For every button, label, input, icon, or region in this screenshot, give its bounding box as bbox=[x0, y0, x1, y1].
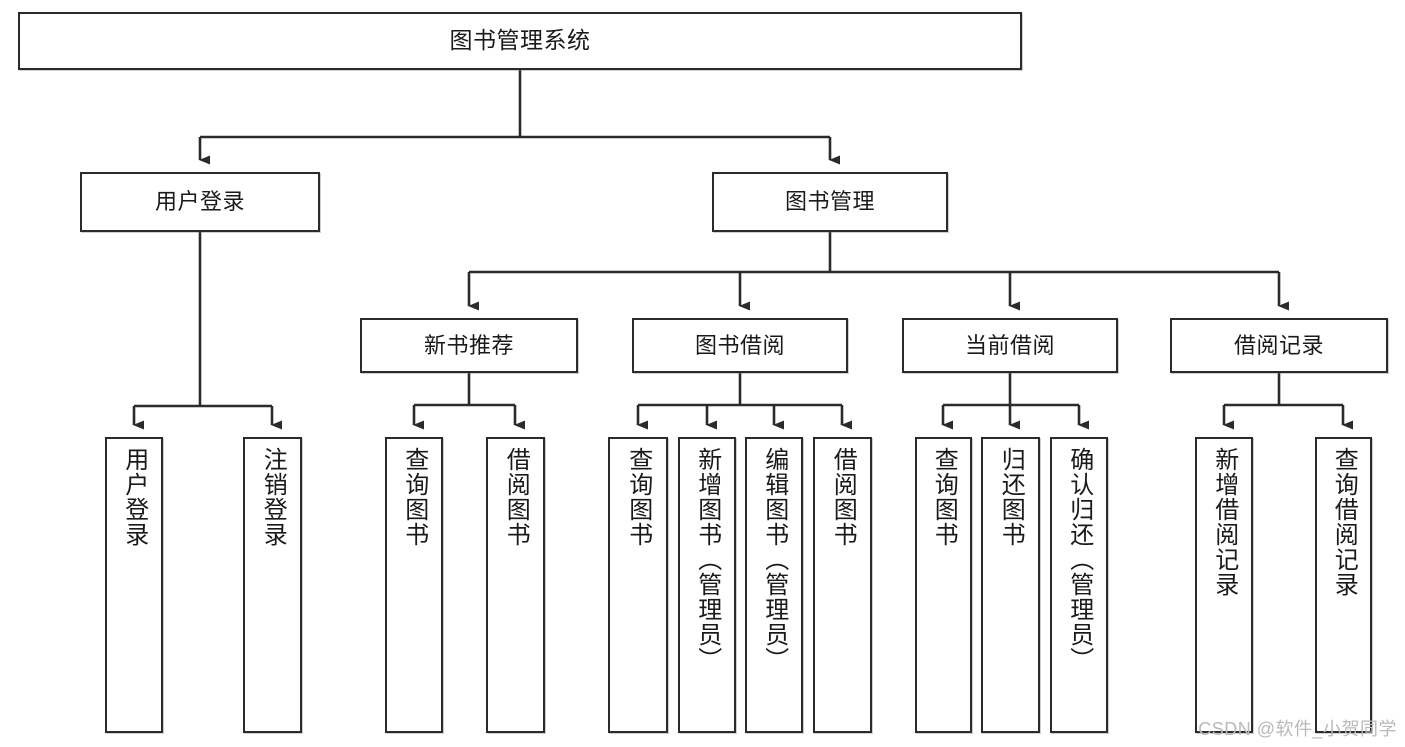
node-borrow-record[interactable]: 借阅记录 bbox=[1170, 318, 1388, 373]
node-current-borrow[interactable]: 当前借阅 bbox=[902, 318, 1118, 373]
node-leaf-add-record[interactable]: 新增借阅记录 bbox=[1195, 437, 1253, 733]
node-leaf-logout[interactable]: 注销登录 bbox=[243, 437, 302, 733]
node-leaf-query-book-rec-label: 查询图书 bbox=[400, 447, 428, 547]
node-root[interactable]: 图书管理系统 bbox=[18, 12, 1022, 70]
node-book-manage-label: 图书管理 bbox=[784, 189, 875, 215]
node-current-borrow-label: 当前借阅 bbox=[964, 332, 1055, 358]
node-borrow-record-label: 借阅记录 bbox=[1233, 332, 1324, 358]
node-leaf-query-record[interactable]: 查询借阅记录 bbox=[1315, 437, 1372, 733]
watermark: CSDN @软件_小贺同学 bbox=[1198, 719, 1397, 739]
node-user-login-label: 用户登录 bbox=[154, 189, 245, 215]
node-leaf-confirm-return[interactable]: 确认归还（管理员） bbox=[1050, 437, 1108, 733]
node-leaf-confirm-return-label: 确认归还（管理员） bbox=[1065, 447, 1093, 672]
node-new-book-rec-label: 新书推荐 bbox=[423, 332, 514, 358]
node-book-manage[interactable]: 图书管理 bbox=[712, 172, 948, 232]
node-leaf-query-book-cur-label: 查询图书 bbox=[930, 447, 958, 547]
node-leaf-query-book-rec[interactable]: 查询图书 bbox=[385, 437, 443, 733]
node-new-book-rec[interactable]: 新书推荐 bbox=[360, 318, 578, 373]
node-book-borrow-label: 图书借阅 bbox=[694, 332, 785, 358]
node-leaf-borrow-book-label: 借阅图书 bbox=[829, 447, 857, 547]
node-leaf-edit-book[interactable]: 编辑图书（管理员） bbox=[745, 437, 803, 733]
node-leaf-query-book[interactable]: 查询图书 bbox=[608, 437, 668, 733]
node-leaf-query-book-cur[interactable]: 查询图书 bbox=[915, 437, 972, 733]
node-leaf-user-login-label: 用户登录 bbox=[120, 447, 148, 547]
node-leaf-add-book[interactable]: 新增图书（管理员） bbox=[678, 437, 736, 733]
node-leaf-return-book-label: 归还图书 bbox=[997, 447, 1025, 547]
node-leaf-user-login[interactable]: 用户登录 bbox=[105, 437, 163, 733]
node-user-login[interactable]: 用户登录 bbox=[80, 172, 320, 232]
node-leaf-borrow-book[interactable]: 借阅图书 bbox=[813, 437, 872, 733]
node-leaf-return-book[interactable]: 归还图书 bbox=[981, 437, 1040, 733]
node-book-borrow[interactable]: 图书借阅 bbox=[632, 318, 848, 373]
node-leaf-add-record-label: 新增借阅记录 bbox=[1210, 447, 1238, 597]
node-leaf-query-record-label: 查询借阅记录 bbox=[1330, 447, 1358, 597]
node-leaf-add-book-label: 新增图书（管理员） bbox=[693, 447, 721, 672]
node-leaf-borrow-book-rec-label: 借阅图书 bbox=[502, 447, 530, 547]
node-leaf-borrow-book-rec[interactable]: 借阅图书 bbox=[486, 437, 545, 733]
node-leaf-logout-label: 注销登录 bbox=[259, 447, 287, 547]
node-leaf-edit-book-label: 编辑图书（管理员） bbox=[760, 447, 788, 672]
node-root-label: 图书管理系统 bbox=[449, 27, 591, 54]
node-leaf-query-book-label: 查询图书 bbox=[624, 447, 652, 547]
